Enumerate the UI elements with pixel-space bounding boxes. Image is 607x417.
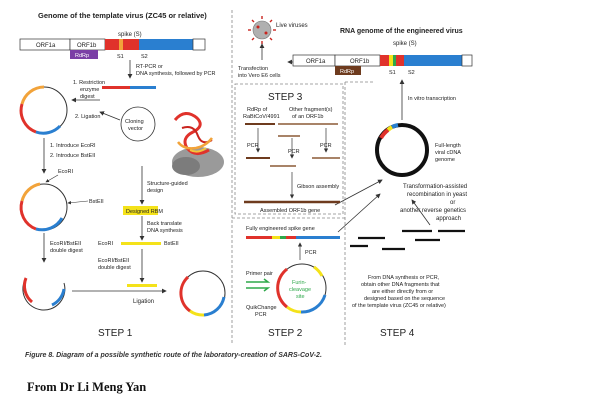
ecori-fragment-label: EcoRI xyxy=(98,241,113,247)
ligation-text: Ligation xyxy=(133,299,154,305)
spike-label: spike (S) xyxy=(118,32,142,38)
in-vitro-text: In vitro transcription xyxy=(408,96,456,102)
engineered-rdrp-label: RdRp xyxy=(340,69,354,75)
engineered-orf1b-label: ORF1b xyxy=(350,59,370,65)
furin-text: Furin- xyxy=(292,280,307,286)
arrow-from-fragments xyxy=(411,199,431,226)
double-digest2-text-2: double digest xyxy=(98,265,131,271)
introduce-ecori-text: 1. Introduce EcoRI xyxy=(50,143,96,149)
dna-text-3: are either directly from or xyxy=(372,289,433,295)
orf1b-label: ORF1b xyxy=(77,43,97,49)
protein-structure-image xyxy=(172,112,224,177)
credit-text: From Dr Li Meng Yan xyxy=(27,380,147,394)
rdrp-4991-text-2: RaBtCoV/4991 xyxy=(243,114,280,120)
engineered-orf1a-label: ORF1a xyxy=(306,59,326,65)
step1-label: STEP 1 xyxy=(98,328,133,339)
step3-box xyxy=(234,83,344,215)
cloning-vector-label: Cloning xyxy=(125,119,144,125)
dna-text-4: designed based on the sequence xyxy=(364,296,445,302)
s2-label: S2 xyxy=(141,54,148,60)
dna-text-5: of the template virus (ZC45 or relative) xyxy=(352,303,446,309)
primer-pair xyxy=(246,278,271,292)
quikchange-text: QuikChange xyxy=(246,305,277,311)
dna-text: From DNA synthesis or PCR, xyxy=(368,275,440,281)
other-fragment-text-2: of an ORF1b xyxy=(292,114,324,120)
dna-text-2: obtain other DNA fragments that xyxy=(361,282,440,288)
template-genome-bar xyxy=(19,38,206,59)
engineered-s2-label: S2 xyxy=(408,70,415,76)
furin-text-2: cleavage xyxy=(289,287,311,293)
step2-pcr-text: PCR xyxy=(305,250,317,256)
plasmid-3-open xyxy=(22,277,66,311)
gibson-text: Gibson assembly xyxy=(297,184,339,190)
rdrp-label: RdRp xyxy=(75,53,89,59)
engineered-s1-label: S1 xyxy=(389,70,396,76)
rtpcr-text: RT-PCR or xyxy=(136,64,163,70)
plasmid-4 xyxy=(179,270,226,317)
fulllength-text-2: viral cDNA xyxy=(435,150,461,156)
pcr2-text: PCR xyxy=(288,149,300,155)
restriction-text-2: enzyme xyxy=(80,87,99,93)
engineered-spike-gene xyxy=(246,236,340,239)
step3-label: STEP 3 xyxy=(268,92,303,103)
transformation-text-5: approach xyxy=(436,216,461,222)
step2-label: STEP 2 xyxy=(268,328,303,339)
rdrp-4991-text: RdRp of xyxy=(247,107,268,113)
back-translate-text-2: DNA synthesis xyxy=(147,228,183,234)
plasmid-1 xyxy=(19,85,68,135)
quikchange-text-2: PCR xyxy=(255,312,267,318)
fulllength-text: Full-length xyxy=(435,143,461,149)
transformation-text-2: recombination in yeast xyxy=(407,192,467,198)
pcr3-text: PCR xyxy=(320,143,332,149)
double-digest2-text: EcoRI/BstEII xyxy=(98,258,130,264)
assembled-text: Assembled ORF1b gene xyxy=(260,208,320,214)
transformation-text-4: another reverse genetics xyxy=(400,208,466,214)
furin-text-3: site xyxy=(296,294,305,300)
virus-illustration xyxy=(248,16,276,44)
restriction-text-3: digest xyxy=(80,94,95,100)
rtpcr-text-2: DNA synthesis, followed by PCR xyxy=(136,71,216,77)
fully-engineered-text: Fully engineered spike gene xyxy=(246,226,315,232)
transformation-text-3: or xyxy=(450,200,455,206)
arrow-from-step3 xyxy=(334,179,383,206)
engineered-genome-bar xyxy=(292,54,473,75)
cloning-vector xyxy=(120,106,156,142)
structure-guided-text-2: design xyxy=(147,188,163,194)
orf1a-label: ORF1a xyxy=(36,43,56,49)
engineered-genome-title: RNA genome of the engineered virus xyxy=(340,28,463,35)
double-digest-text-2: double digest xyxy=(50,248,83,254)
s1-label: S1 xyxy=(117,54,124,60)
arrow-from-step2 xyxy=(337,193,381,233)
transfection-text: Transfection xyxy=(238,66,268,72)
plasmid-5 xyxy=(276,263,327,314)
pcr1-text: PCR xyxy=(247,143,259,149)
step4-label: STEP 4 xyxy=(380,328,415,339)
designed-rbm-label: Designed RBM xyxy=(126,209,163,215)
ligation-step-text: 2. Ligation xyxy=(75,114,100,120)
primer-pair-text: Primer pair xyxy=(246,271,273,277)
fulllength-text-3: genome xyxy=(435,157,455,163)
double-digest-text: EcoRI/BstEII xyxy=(50,241,82,247)
transformation-text: Transformation-assisted xyxy=(403,184,467,190)
back-translate-text: Back translate xyxy=(147,221,182,227)
live-viruses-label: Live viruses xyxy=(276,23,308,29)
bsteii-site-label: BstEII xyxy=(89,199,104,205)
dna-fragments xyxy=(350,229,465,251)
structure-guided-text: Structure-guided xyxy=(147,181,188,187)
full-length-plasmid xyxy=(375,123,429,177)
ecori-site-label: EcoRI xyxy=(58,169,73,175)
cloning-vector-label-2: vector xyxy=(128,126,143,132)
other-fragment-text: Other fragment(s) xyxy=(289,107,333,113)
spike-pcr-fragment xyxy=(102,86,156,89)
restriction-text: 1. Restriction xyxy=(73,80,105,86)
plasmid-2 xyxy=(19,182,68,232)
bsteii-fragment-label: BstEII xyxy=(164,241,179,247)
introduce-bsteii-text: 2. Introduce BstEII xyxy=(50,153,96,159)
transfection-text-2: into Vero E6 cells xyxy=(238,73,281,79)
figure-caption: Figure 8. Diagram of a possible syntheti… xyxy=(25,352,322,359)
template-genome-title: Genome of the template virus (ZC45 or re… xyxy=(38,11,207,20)
engineered-spike-label: spike (S) xyxy=(393,41,417,47)
